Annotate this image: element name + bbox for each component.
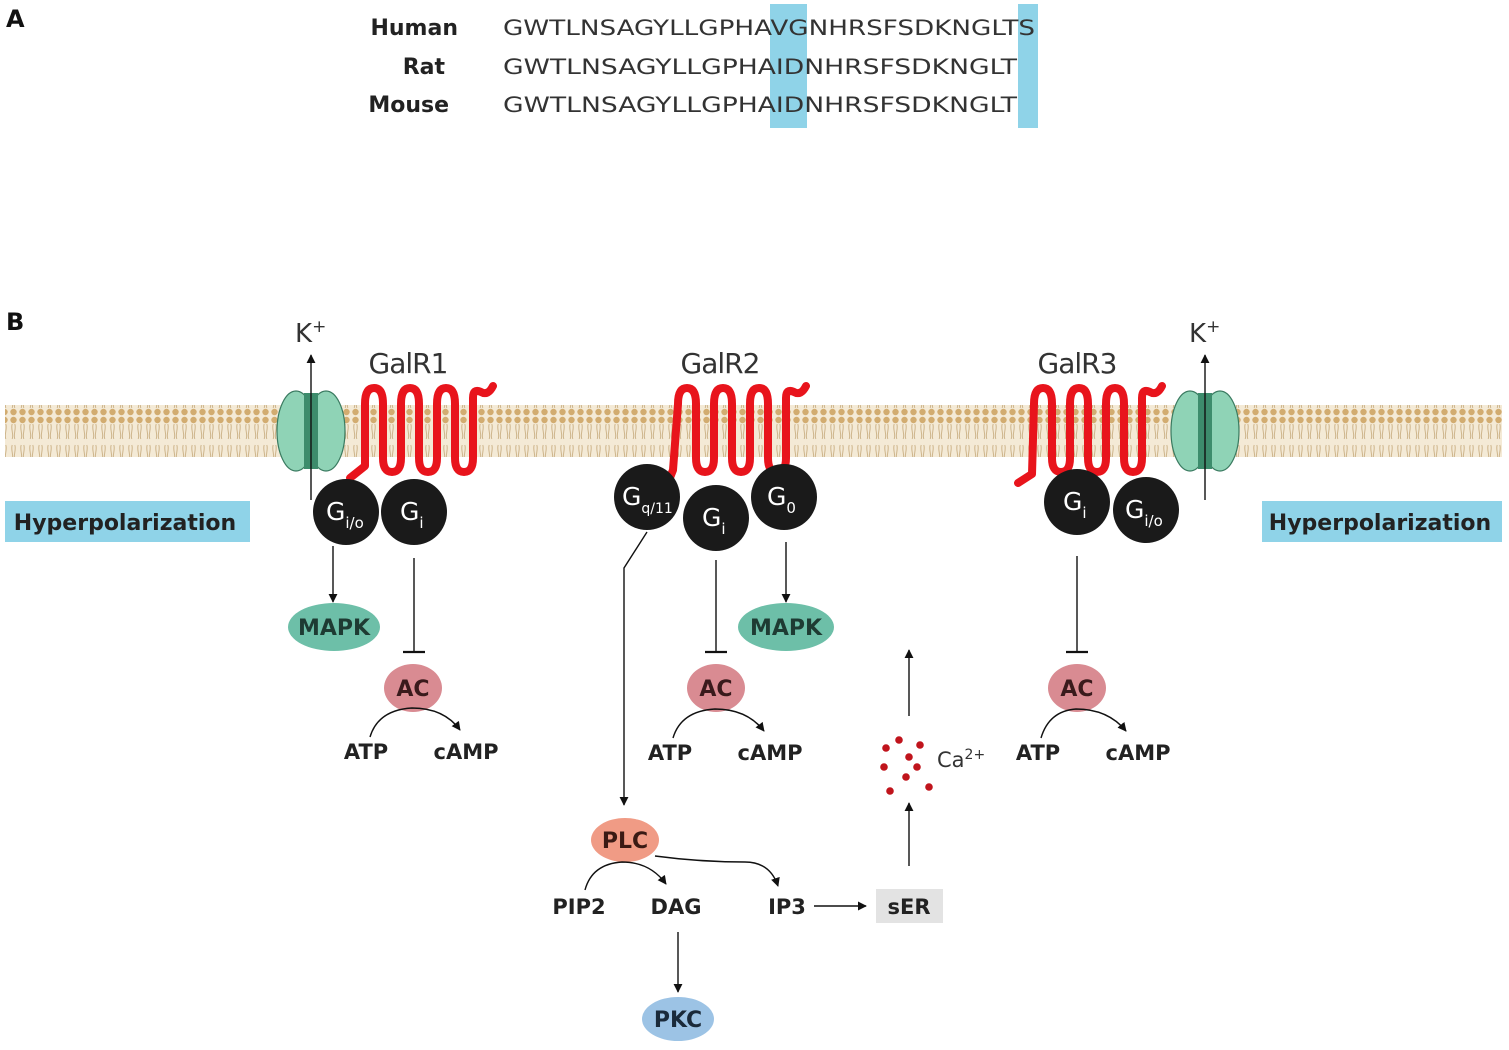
arrow-gq11-to-plc bbox=[619, 531, 648, 806]
receptor-label-galr1: GalR1 bbox=[369, 347, 448, 380]
inhibit-gi-to-ac-galr3 bbox=[1066, 556, 1088, 654]
camp-label-galr1: cAMP bbox=[434, 740, 499, 764]
species-labels: Human Rat Mouse bbox=[368, 16, 458, 118]
hyperpolarization-label-left: Hyperpolarization bbox=[14, 511, 236, 536]
inhibit-gi-to-ac-galr1 bbox=[403, 558, 425, 654]
svg-text:AC: AC bbox=[396, 677, 429, 702]
gprotein-g0-galr2: G0 bbox=[751, 464, 817, 530]
svg-text:Gi: Gi bbox=[1063, 487, 1087, 522]
svg-text:AC: AC bbox=[1060, 677, 1093, 702]
gprotein-gq11-galr2: Gq/11 bbox=[614, 464, 680, 530]
svg-text:PKC: PKC bbox=[654, 1008, 702, 1033]
panel-a-label: A bbox=[6, 5, 25, 33]
atp-label-galr2: ATP bbox=[648, 741, 692, 765]
svg-text:AC: AC bbox=[699, 677, 732, 702]
species-label: Rat bbox=[403, 55, 446, 80]
ser-box bbox=[876, 889, 943, 923]
svg-text:MAPK: MAPK bbox=[298, 616, 371, 641]
gprotein-gi-galr2: Gi bbox=[683, 485, 749, 551]
potassium-channel-right bbox=[1170, 354, 1240, 500]
species-label: Mouse bbox=[368, 93, 449, 118]
plc-to-ip3-arrow bbox=[654, 855, 780, 887]
calcium-ion-dots bbox=[880, 736, 933, 795]
svg-text:Gq/11: Gq/11 bbox=[622, 482, 673, 517]
receptor-label-galr2: GalR2 bbox=[681, 347, 760, 380]
receptor-label-galr3: GalR3 bbox=[1038, 347, 1117, 380]
ac-node-galr2: AC bbox=[687, 664, 745, 712]
ip3-label: IP3 bbox=[768, 895, 806, 919]
ser-label: sER bbox=[887, 895, 930, 919]
potassium-label-right: K+ bbox=[1189, 317, 1220, 349]
pip2-to-dag-arrow bbox=[584, 861, 667, 891]
gprotein-gio-galr3: Gi/o bbox=[1113, 477, 1179, 543]
potassium-label-left: K+ bbox=[295, 317, 326, 349]
svg-text:Gi: Gi bbox=[400, 497, 424, 532]
hyperpolarization-box-right bbox=[1262, 501, 1502, 542]
svg-text:Gi/o: Gi/o bbox=[326, 497, 364, 532]
svg-text:G0: G0 bbox=[767, 482, 796, 517]
receptor-galr1 bbox=[346, 382, 497, 482]
panel-b-label: B bbox=[6, 308, 24, 336]
atp-to-camp-arrow-galr1 bbox=[369, 707, 461, 738]
atp-to-camp-arrow-galr3 bbox=[1040, 708, 1127, 739]
gprotein-gi-galr3: Gi bbox=[1044, 469, 1110, 535]
potassium-channel-left bbox=[276, 354, 346, 500]
atp-to-camp-arrow-galr2 bbox=[672, 708, 765, 739]
svg-text:MAPK: MAPK bbox=[750, 616, 823, 641]
receptor-galr3 bbox=[1014, 382, 1166, 487]
hyperpolarization-label-right: Hyperpolarization bbox=[1269, 511, 1491, 536]
svg-text:Gi/o: Gi/o bbox=[1125, 495, 1163, 530]
highlight-column-16-17 bbox=[770, 4, 807, 128]
hyperpolarization-box-left bbox=[5, 501, 250, 542]
highlight-column-30 bbox=[1018, 4, 1038, 128]
plc-node: PLC bbox=[591, 818, 659, 862]
pkc-node: PKC bbox=[642, 997, 714, 1041]
mapk-node-galr1: MAPK bbox=[288, 603, 380, 651]
species-label: Human bbox=[370, 16, 458, 41]
inhibit-gi-to-ac-galr2 bbox=[705, 560, 727, 654]
svg-text:Gi: Gi bbox=[702, 503, 726, 538]
dag-label: DAG bbox=[651, 895, 702, 919]
atp-label-galr1: ATP bbox=[344, 740, 388, 764]
ac-node-galr3: AC bbox=[1048, 664, 1106, 712]
calcium-label: Ca2+ bbox=[937, 747, 985, 772]
camp-label-galr3: cAMP bbox=[1106, 741, 1171, 765]
mapk-node-galr2: MAPK bbox=[738, 603, 834, 651]
atp-label-galr3: ATP bbox=[1016, 741, 1060, 765]
sequence-highlights bbox=[770, 4, 1038, 128]
camp-label-galr2: cAMP bbox=[738, 741, 803, 765]
ac-node-galr1: AC bbox=[384, 664, 442, 712]
gprotein-gio-galr1: Gi/o bbox=[313, 479, 379, 545]
svg-text:PLC: PLC bbox=[602, 829, 648, 854]
gprotein-gi-galr1: Gi bbox=[381, 479, 447, 545]
pip2-label: PIP2 bbox=[552, 895, 605, 919]
